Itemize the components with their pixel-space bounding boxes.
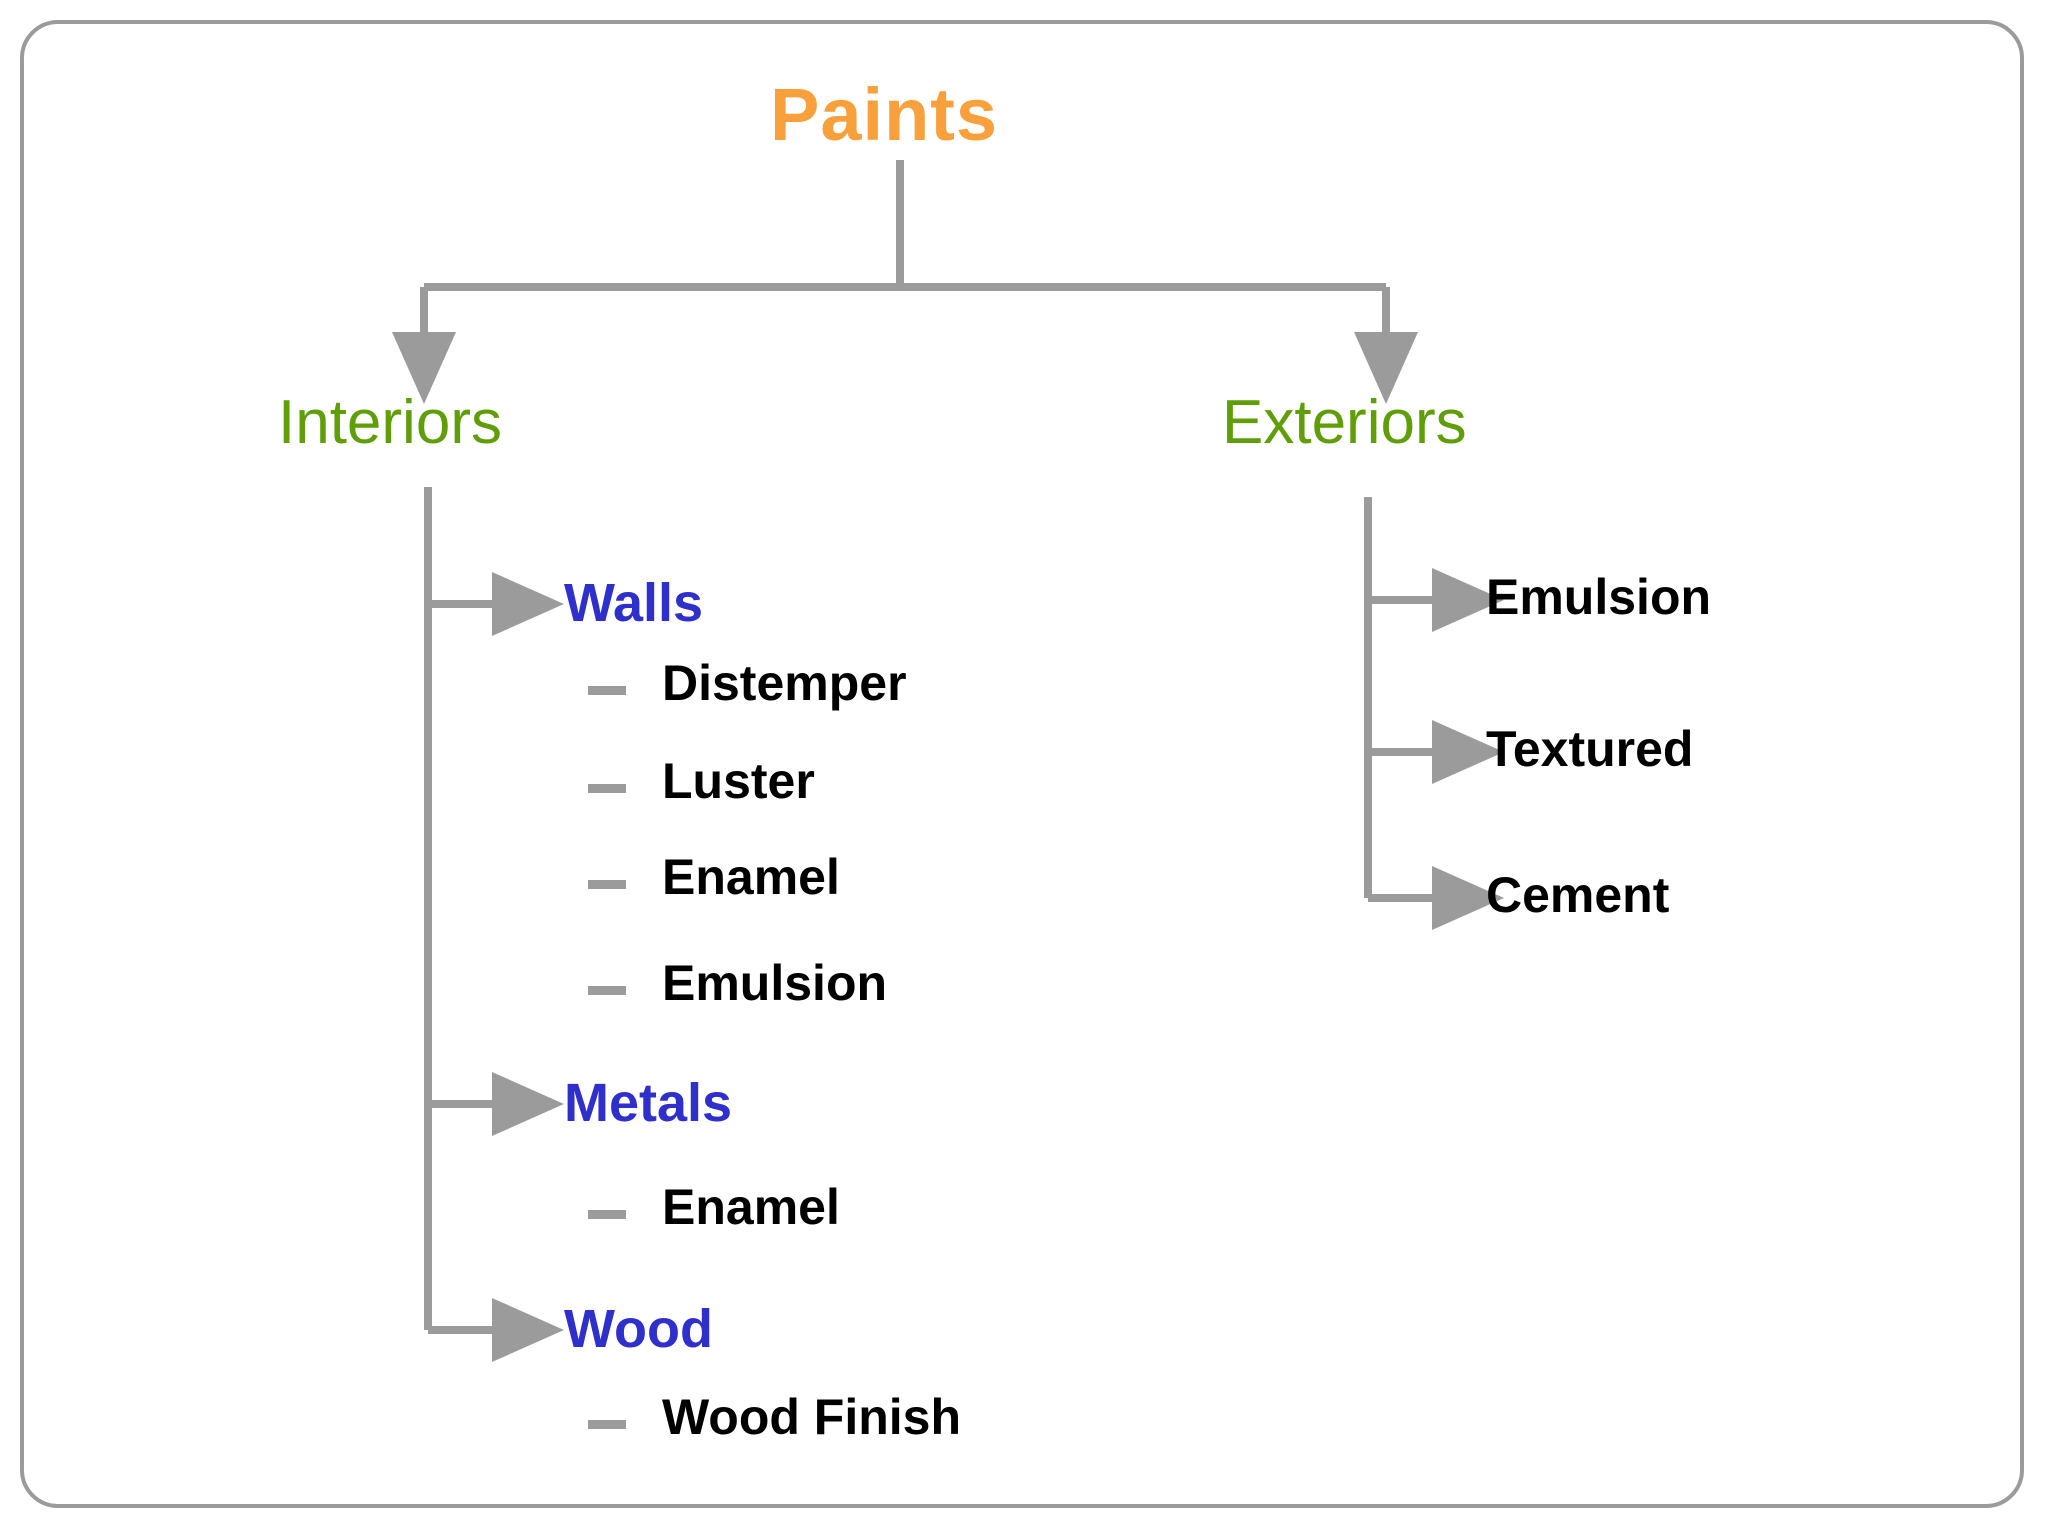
leaf-node-textured-exterior[interactable]: Textured <box>1486 721 1694 777</box>
leaf-node-luster[interactable]: Luster <box>662 753 815 809</box>
leaf-node-cement-exterior[interactable]: Cement <box>1486 867 1670 923</box>
leaf-node-wood-finish[interactable]: Wood Finish <box>662 1389 962 1445</box>
branch-node-exteriors[interactable]: Exteriors <box>1222 388 1467 457</box>
dash-bullet-icon <box>588 1210 626 1219</box>
dash-bullet-icon <box>588 1420 626 1429</box>
branch-node-interiors[interactable]: Interiors <box>278 388 502 457</box>
leaf-node-distemper[interactable]: Distemper <box>662 655 907 711</box>
root-node-paints[interactable]: Paints <box>770 73 999 156</box>
category-node-metals[interactable]: Metals <box>564 1073 733 1133</box>
category-node-wood[interactable]: Wood <box>564 1299 713 1359</box>
leaf-node-emulsion-exterior[interactable]: Emulsion <box>1486 569 1712 625</box>
leaf-node-emulsion-walls[interactable]: Emulsion <box>662 955 888 1011</box>
dash-bullet-icon <box>588 986 626 995</box>
category-node-walls[interactable]: Walls <box>564 573 704 633</box>
leaf-node-enamel-walls[interactable]: Enamel <box>662 849 840 905</box>
dash-bullet-icon <box>588 880 626 889</box>
diagram-frame-border <box>20 20 2024 1508</box>
dash-bullet-icon <box>588 686 626 695</box>
leaf-node-enamel-metals[interactable]: Enamel <box>662 1179 840 1235</box>
dash-bullet-icon <box>588 784 626 793</box>
